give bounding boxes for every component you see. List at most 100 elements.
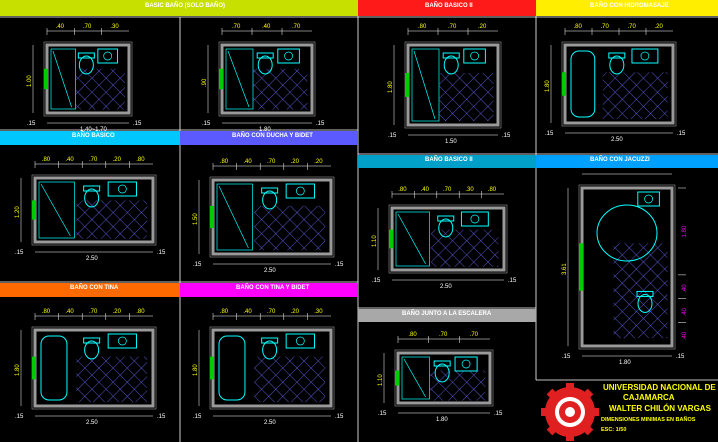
panels-layer: .40.70.301.001.40~1.70.15.15.70.40.70.90… bbox=[15, 24, 688, 426]
dimension-label-edge: .15 bbox=[15, 250, 24, 256]
dimension-label-edge: .15 bbox=[545, 131, 554, 137]
dimension-label-edge: .15 bbox=[316, 121, 325, 127]
door-icon bbox=[405, 73, 409, 97]
tile-hatch bbox=[613, 243, 668, 339]
dimension-label-bottom: 1.80 bbox=[619, 360, 631, 366]
dimension-label-top: .20 bbox=[655, 24, 664, 30]
dimension-label-top: .20 bbox=[314, 159, 323, 165]
toilet-icon bbox=[262, 340, 278, 360]
dimension-label-top: .80 bbox=[136, 157, 145, 163]
toilet-icon bbox=[438, 218, 454, 238]
shower-tray-icon bbox=[216, 183, 253, 251]
sink-basin-icon bbox=[640, 51, 650, 61]
door-icon bbox=[395, 370, 399, 386]
panel-header-p3 bbox=[358, 0, 536, 16]
dimension-label-edge: .15 bbox=[508, 278, 517, 284]
toilet-tank-icon bbox=[442, 52, 460, 59]
dimension-label-edge: .15 bbox=[157, 414, 166, 420]
sink-basin-icon bbox=[117, 184, 127, 194]
dimension-label-top: .30 bbox=[314, 309, 323, 315]
dimension-label-top: .80 bbox=[408, 332, 417, 338]
sink-icon bbox=[637, 191, 660, 207]
shower-icon bbox=[218, 185, 249, 249]
dimension-label-edge: .15 bbox=[133, 121, 142, 127]
dimension-label-top: .20 bbox=[113, 157, 122, 163]
toilet-icon bbox=[84, 340, 100, 360]
panel-title-p7: BAÑO BASICO II bbox=[425, 157, 473, 163]
floor-plan-p8 bbox=[567, 173, 686, 357]
dimension-label-left: 1.80 bbox=[193, 364, 199, 376]
dimension-label-top: .40 bbox=[243, 159, 252, 165]
dimension-label-top: .40 bbox=[65, 309, 74, 315]
university-name-line1: UNIVERSIDAD NACIONAL DE bbox=[603, 383, 716, 392]
toilet-icon bbox=[78, 55, 94, 75]
dimension-label-top: .40 bbox=[262, 24, 271, 30]
sink-basin-icon bbox=[103, 51, 113, 61]
dimension-label-top: .80 bbox=[220, 309, 229, 315]
shower-icon bbox=[227, 50, 250, 108]
toilet-tank-icon bbox=[256, 52, 274, 59]
tile-hatch bbox=[439, 73, 494, 121]
toilet-icon bbox=[609, 55, 625, 75]
dimension-label-top: .40 bbox=[243, 309, 252, 315]
door-icon bbox=[389, 229, 393, 249]
shower-tray-icon bbox=[395, 211, 430, 267]
dimension-label-top: .20 bbox=[478, 24, 487, 30]
shower-tray-icon bbox=[38, 181, 75, 239]
floor-plan-p9 bbox=[20, 313, 157, 417]
dimension-label-bottom: 2.50 bbox=[264, 268, 276, 274]
tile-hatch bbox=[602, 72, 668, 120]
dimension-label-edge: .15 bbox=[193, 262, 202, 268]
sink-basin-icon bbox=[470, 214, 480, 224]
panel-title-p3: BAÑO BASICO II bbox=[425, 3, 473, 9]
panel-title-p9: BAÑO CON TINA bbox=[70, 285, 119, 291]
author-name: WALTER CHILÓN VARGAS bbox=[609, 404, 711, 413]
toilet-tank-icon bbox=[433, 360, 451, 367]
dimension-label-top: .80 bbox=[220, 159, 229, 165]
sink-icon bbox=[631, 48, 659, 64]
shower-icon bbox=[397, 213, 426, 265]
toilet-tank-icon bbox=[261, 337, 279, 344]
dimension-label-edge: .15 bbox=[193, 414, 202, 420]
sink-icon bbox=[97, 48, 119, 64]
dimension-label-top: .70 bbox=[89, 309, 98, 315]
shower-icon bbox=[40, 183, 71, 237]
dimension-label-top: .70 bbox=[89, 157, 98, 163]
dimension-label-top: .80 bbox=[42, 309, 51, 315]
bathtub-icon bbox=[570, 50, 596, 118]
dimension-label-edge: .15 bbox=[27, 121, 36, 127]
dimension-label-bottom: 2.50 bbox=[440, 284, 452, 290]
floor-plan-p3 bbox=[393, 28, 502, 136]
door-icon bbox=[32, 356, 36, 380]
panel-title-p5: BAÑO BASICO bbox=[72, 133, 115, 139]
panel-title-p4: BAÑO CON HIDROMASAJE bbox=[590, 3, 669, 9]
floor-plan-p6 bbox=[198, 163, 335, 265]
toilet-tank-icon bbox=[83, 337, 101, 344]
floor-plan-p4 bbox=[550, 28, 677, 134]
panel-header-p7 bbox=[358, 155, 536, 168]
title-block: UNIVERSIDAD NACIONAL DE CAJAMARCA WALTER… bbox=[537, 381, 718, 442]
dimension-label-top: .80 bbox=[136, 309, 145, 315]
tile-hatch bbox=[254, 356, 326, 403]
dimension-label-left: 1.20 bbox=[15, 206, 21, 218]
shower-icon bbox=[403, 358, 426, 398]
dimension-label-edge: .15 bbox=[335, 414, 344, 420]
dimension-label-top: .20 bbox=[291, 309, 300, 315]
dimension-label-top: .80 bbox=[42, 157, 51, 163]
sink-icon bbox=[285, 333, 315, 349]
dimension-label-edge: .15 bbox=[335, 262, 344, 268]
shower-icon bbox=[413, 50, 436, 120]
floor-plan-p10 bbox=[198, 313, 335, 417]
dimension-label-left: 1.80 bbox=[545, 80, 551, 92]
panel-header-p11 bbox=[358, 309, 536, 322]
panel-header-p5 bbox=[0, 131, 180, 145]
dimension-label-left: 1.10 bbox=[372, 235, 378, 247]
university-seal-icon bbox=[541, 383, 599, 441]
panel-header-p1 bbox=[0, 0, 358, 16]
bathtub-icon bbox=[218, 335, 246, 401]
dimension-label-bottom: 1.80 bbox=[436, 417, 448, 423]
floor-plan-p2 bbox=[207, 28, 316, 124]
dimension-label-bottom: 1.50 bbox=[445, 139, 457, 145]
dimension-label-left: 1.80 bbox=[388, 81, 394, 93]
